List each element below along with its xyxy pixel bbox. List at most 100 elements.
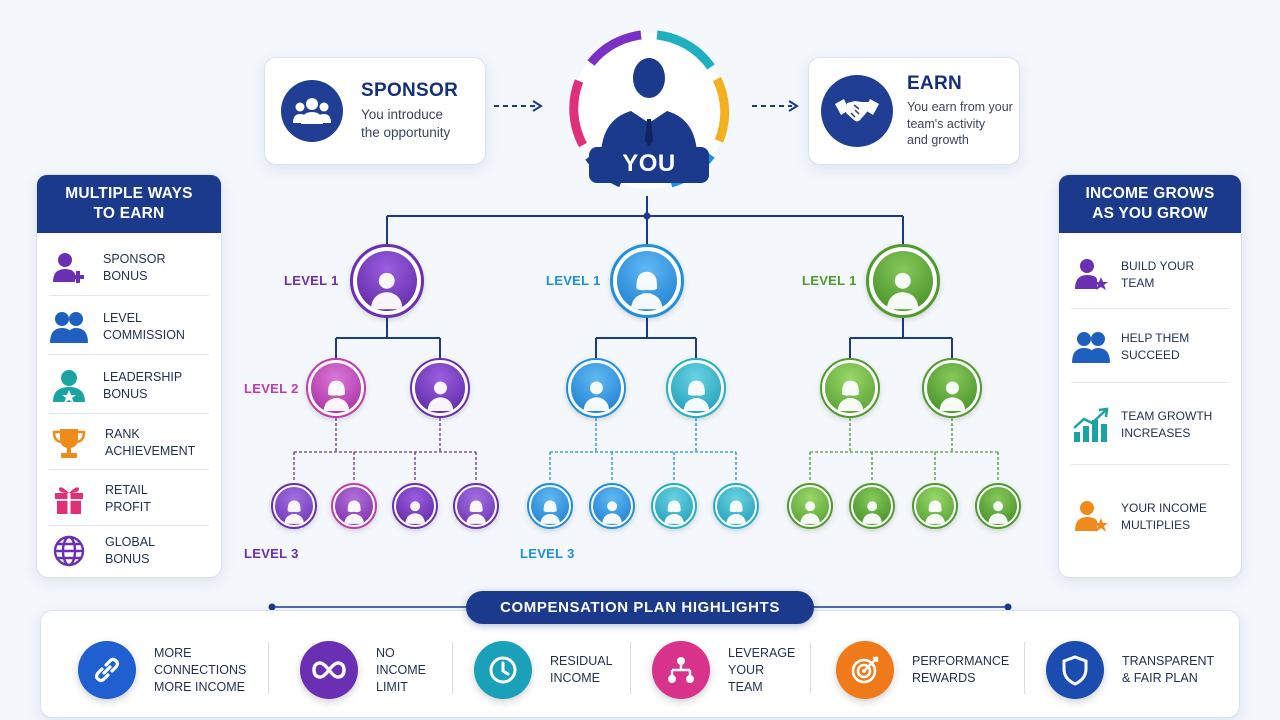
- male-person-icon: [401, 497, 429, 525]
- male-person-icon: [880, 266, 926, 312]
- member-node: [787, 483, 833, 529]
- divider: [1024, 642, 1025, 694]
- shield-icon: [1046, 641, 1104, 699]
- member-node: [912, 483, 958, 529]
- female-person-icon: [462, 497, 490, 525]
- member-node: [666, 358, 726, 418]
- sponsor-card: SPONSOR You introduce the opportunity: [264, 57, 486, 165]
- member-node: [922, 358, 982, 418]
- member-node: [306, 358, 366, 418]
- grow-panel-header: INCOME GROWS AS YOU GROW: [1059, 175, 1241, 233]
- member-node: [566, 358, 626, 418]
- female-person-icon: [660, 497, 688, 525]
- divider: [810, 642, 811, 694]
- female-person-icon: [921, 497, 949, 525]
- male-person-icon: [858, 497, 886, 525]
- users-icon: [1071, 327, 1111, 367]
- grow-label: HELP THEM SUCCEED: [1121, 330, 1190, 362]
- member-node: [713, 483, 759, 529]
- grow-item-help-succeed: HELP THEM SUCCEED: [1071, 311, 1229, 383]
- male-person-icon: [984, 497, 1012, 525]
- member-node: [392, 483, 438, 529]
- grow-label: BUILD YOUR TEAM: [1121, 258, 1195, 290]
- group-icon: [281, 80, 343, 142]
- divider: [452, 642, 453, 694]
- earn-title: EARN: [907, 73, 963, 95]
- level-label: LEVEL 1: [802, 273, 857, 288]
- add-user-icon: [49, 248, 89, 288]
- member-node: [975, 483, 1021, 529]
- divider: [268, 642, 269, 694]
- highlights-title: COMPENSATION PLAN HIGHLIGHTS: [466, 591, 814, 624]
- member-node: [453, 483, 499, 529]
- member-node: [849, 483, 895, 529]
- male-person-icon: [364, 266, 410, 312]
- team-star-icon: [1071, 255, 1111, 295]
- level-label: LEVEL 1: [284, 273, 339, 288]
- leader-icon: [49, 366, 89, 406]
- handshake-icon: [821, 75, 893, 147]
- grow-panel: INCOME GROWS AS YOU GROW BUILD YOUR TEAM…: [1058, 174, 1242, 578]
- clock-icon: [474, 641, 532, 699]
- network-icon: [652, 641, 710, 699]
- trophy-icon: [49, 423, 89, 463]
- male-person-icon: [796, 497, 824, 525]
- male-person-icon: [934, 376, 971, 413]
- target-icon: [836, 641, 894, 699]
- earn-card: EARN You earn from your team's activity …: [808, 57, 1020, 165]
- member-node: [866, 244, 940, 318]
- member-node: [350, 244, 424, 318]
- growth-chart-icon: [1071, 405, 1111, 445]
- level-label: LEVEL 3: [520, 546, 575, 561]
- earn-desc: You earn from your team's activity and g…: [907, 100, 1013, 148]
- level-label: LEVEL 3: [244, 546, 299, 561]
- ways-panel-header: MULTIPLE WAYS TO EARN: [37, 175, 221, 233]
- you-ring: [569, 30, 730, 189]
- divider: [630, 642, 631, 694]
- infinity-icon: [300, 641, 358, 699]
- female-person-icon: [536, 497, 564, 525]
- link-icon: [78, 641, 136, 699]
- member-node: [527, 483, 573, 529]
- level-label: LEVEL 2: [244, 381, 299, 396]
- sponsor-title: SPONSOR: [361, 80, 459, 101]
- users-icon: [49, 307, 89, 347]
- user-star-icon: [1071, 497, 1111, 537]
- member-node: [589, 483, 635, 529]
- highlight-label: TRANSPARENT& FAIR PLAN: [1122, 654, 1215, 685]
- female-person-icon: [832, 376, 869, 413]
- member-node: [410, 358, 470, 418]
- female-person-icon: [340, 497, 368, 525]
- you-label: YOU: [622, 150, 676, 177]
- female-person-icon: [722, 497, 750, 525]
- female-person-icon: [318, 376, 355, 413]
- highlight-transparent-plan: TRANSPARENT& FAIR PLAN: [1046, 632, 1214, 708]
- member-node: [651, 483, 697, 529]
- member-node: [610, 244, 684, 318]
- sponsor-desc: You introduce the opportunity: [361, 107, 451, 140]
